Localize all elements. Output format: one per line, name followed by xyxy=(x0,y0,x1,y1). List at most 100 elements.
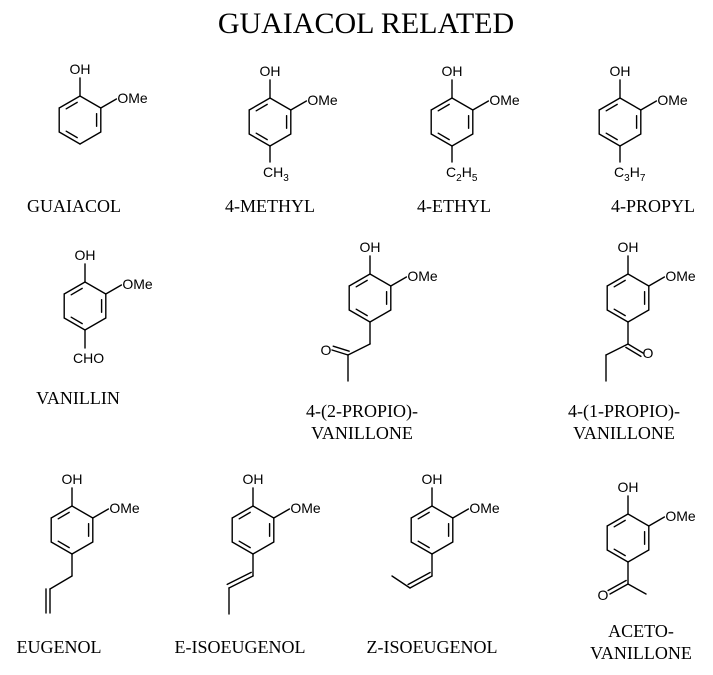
double-bond-line xyxy=(57,511,70,520)
oxygen-label: O xyxy=(321,342,332,358)
ethyl-label: C2H5 xyxy=(446,164,478,184)
double-bond-line xyxy=(355,279,368,288)
double-bond-line xyxy=(70,316,83,325)
ring-bond xyxy=(369,309,392,323)
alkene-bond xyxy=(226,571,252,586)
hydroxyl-label: OH xyxy=(610,63,631,79)
ome-bond xyxy=(472,100,490,111)
ring-bond xyxy=(606,273,629,287)
ring-bond xyxy=(63,281,86,295)
ring-bond xyxy=(84,281,107,295)
ring-bond xyxy=(598,133,621,147)
ring-bond xyxy=(430,97,453,111)
ring-bond xyxy=(248,97,271,111)
compound-name: 4-PROPYL xyxy=(611,196,695,216)
ring-bond xyxy=(606,549,629,563)
methoxy-label: OMe xyxy=(290,500,321,516)
ring-bond xyxy=(252,505,275,519)
double-bond-line xyxy=(417,540,430,549)
chain-bond xyxy=(605,343,629,356)
methoxy-label: OMe xyxy=(407,268,438,284)
methyl-label: CH3 xyxy=(263,164,289,184)
ring-bond xyxy=(627,273,650,287)
double-bond-line xyxy=(613,548,626,557)
chain-bond xyxy=(391,575,411,589)
compound-name: 4-ETHYL xyxy=(417,196,491,216)
carbonyl-bond xyxy=(607,579,627,592)
alkene-bond xyxy=(407,571,431,586)
compound-name: EUGENOL xyxy=(17,637,102,657)
ring-bond xyxy=(451,97,474,111)
hydroxyl-label: OH xyxy=(70,61,91,77)
hydroxyl-label: OH xyxy=(618,239,639,255)
compound-name-line: VANILLONE xyxy=(311,423,413,443)
double-bond-line xyxy=(255,132,268,141)
ring-bond xyxy=(430,133,453,147)
ring-bond xyxy=(348,273,371,287)
carbonyl-bond xyxy=(609,583,629,595)
double-bond-line xyxy=(255,103,268,112)
compound-name-line: 4-(1-PROPIO)- xyxy=(568,401,680,422)
methoxy-label: OMe xyxy=(117,90,148,106)
methoxy-label: OMe xyxy=(109,500,140,516)
ring-bond xyxy=(231,541,254,555)
double-bond-line xyxy=(613,308,626,317)
ring-bond xyxy=(50,541,73,555)
chain-bond xyxy=(347,343,371,356)
methoxy-label: OMe xyxy=(489,92,520,108)
hydroxyl-label: OH xyxy=(618,479,639,495)
ring-bond xyxy=(431,505,454,519)
ome-bond xyxy=(273,508,291,519)
compound-name-line: VANILLONE xyxy=(573,423,675,443)
ring-bond xyxy=(431,541,454,555)
double-bond-line xyxy=(605,103,618,112)
ome-bond xyxy=(452,508,470,519)
aldehyde-label: CHO xyxy=(73,350,104,366)
double-bond-line xyxy=(238,540,251,549)
ring-bond xyxy=(63,317,86,331)
double-bond-line xyxy=(65,101,78,110)
ring-bond xyxy=(627,309,650,323)
propyl-label: C3H7 xyxy=(614,164,646,184)
ring-bond xyxy=(252,541,275,555)
double-bond-line xyxy=(355,308,368,317)
ring-bond xyxy=(84,317,107,331)
hydroxyl-label: OH xyxy=(360,239,381,255)
compound-name: E-ISOEUGENOL xyxy=(175,637,306,657)
ome-bond xyxy=(105,284,123,295)
ring-bond xyxy=(369,273,392,287)
double-bond-line xyxy=(437,103,450,112)
alkene-bond xyxy=(409,575,433,589)
ome-bond xyxy=(290,100,308,111)
double-bond-line xyxy=(57,540,70,549)
ring-bond xyxy=(58,95,81,109)
methoxy-label: OMe xyxy=(657,92,688,108)
double-bond-line xyxy=(417,511,430,520)
double-bond-line xyxy=(613,519,626,528)
double-bond-line xyxy=(238,511,251,520)
ome-bond xyxy=(100,98,118,109)
oxygen-label: O xyxy=(643,345,654,361)
ring-bond xyxy=(410,541,433,555)
ring-bond xyxy=(79,131,102,145)
ring-bond xyxy=(71,541,94,555)
ring-bond xyxy=(50,505,73,519)
hydroxyl-label: OH xyxy=(243,471,264,487)
ome-bond xyxy=(390,276,408,287)
ring-bond xyxy=(248,133,271,147)
ome-bond xyxy=(92,508,110,519)
ring-bond xyxy=(606,513,629,527)
hydroxyl-label: OH xyxy=(442,63,463,79)
ring-bond xyxy=(606,309,629,323)
compound-name: 4-METHYL xyxy=(225,196,315,216)
chain-bond xyxy=(627,583,647,595)
alkene-bond xyxy=(228,575,254,589)
